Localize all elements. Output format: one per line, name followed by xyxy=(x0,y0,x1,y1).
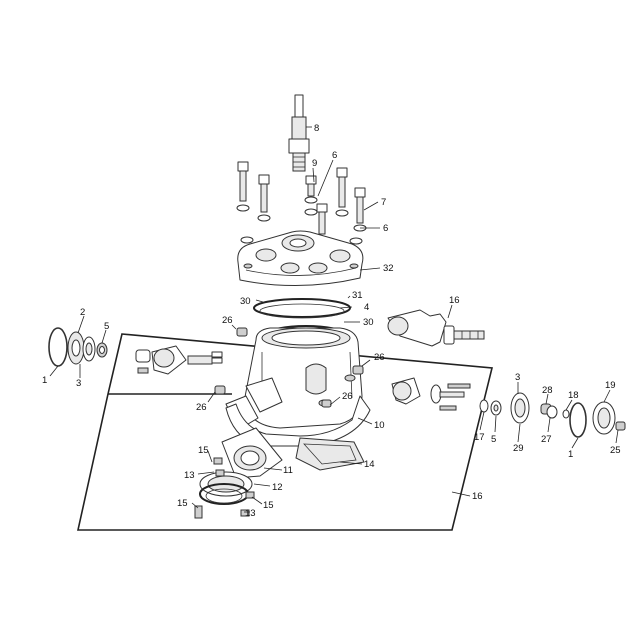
callout-30b: 30 xyxy=(363,317,374,328)
callout-13a: 13 xyxy=(184,470,195,481)
callout-6a: 6 xyxy=(332,150,337,161)
callout-30a: 30 xyxy=(240,296,251,307)
head-gasket xyxy=(259,303,345,319)
head-bolt-3 xyxy=(304,175,318,204)
callout-1-left: 1 xyxy=(42,375,47,386)
callout-2: 2 xyxy=(80,307,85,318)
callout-27: 27 xyxy=(541,434,552,445)
head-bolt-4 xyxy=(335,167,349,217)
callout-15a: 15 xyxy=(198,445,209,456)
right-seals xyxy=(479,392,626,438)
callout-5-left: 5 xyxy=(104,321,109,332)
cylinder-head xyxy=(237,230,364,286)
callout-3-left: 3 xyxy=(76,378,81,389)
callout-19: 19 xyxy=(605,380,616,391)
intake-manifold xyxy=(199,427,283,505)
callout-32: 32 xyxy=(383,263,394,274)
callout-11: 11 xyxy=(283,465,293,476)
callout-15c: 15 xyxy=(177,498,188,509)
callout-25: 25 xyxy=(610,445,621,456)
callout-6b: 6 xyxy=(383,223,388,234)
spark-plug xyxy=(288,94,310,172)
callout-26d: 26 xyxy=(342,391,353,402)
callout-3-right: 3 xyxy=(515,372,520,383)
callout-14: 14 xyxy=(364,459,375,470)
exhaust-valve-assembly xyxy=(387,309,485,347)
head-bolt-2 xyxy=(257,174,271,222)
callout-12: 12 xyxy=(272,482,283,493)
left-valve-detail xyxy=(135,345,223,375)
valve-kit-frame xyxy=(77,333,493,531)
callout-4: 4 xyxy=(364,302,369,313)
head-bolt-1 xyxy=(236,161,250,212)
washer-set xyxy=(240,208,363,245)
callout-31: 31 xyxy=(352,290,363,301)
leader-lines xyxy=(49,126,619,513)
callout-28: 28 xyxy=(542,385,553,396)
callout-1-right: 1 xyxy=(568,449,573,460)
callout-26c: 26 xyxy=(196,402,207,413)
left-seals xyxy=(48,327,108,367)
callout-5-right: 5 xyxy=(491,434,496,445)
callout-26a: 26 xyxy=(222,315,233,326)
callout-29: 29 xyxy=(513,443,524,454)
callout-9: 9 xyxy=(312,158,317,169)
callout-10: 10 xyxy=(374,420,385,431)
dowels xyxy=(214,327,364,408)
callout-13b: 13 xyxy=(245,508,256,519)
callout-15b: 15 xyxy=(263,500,274,511)
callout-16-top: 16 xyxy=(449,295,460,306)
right-valve-detail xyxy=(391,377,471,411)
callout-16-kit: 16 xyxy=(472,491,483,502)
callout-18: 18 xyxy=(568,390,579,401)
callout-8: 8 xyxy=(314,123,319,134)
manifold-screws xyxy=(194,457,255,519)
callout-26b: 26 xyxy=(374,352,385,363)
callout-17: 17 xyxy=(474,432,485,443)
head-oring xyxy=(253,298,351,318)
callout-7: 7 xyxy=(381,197,386,208)
